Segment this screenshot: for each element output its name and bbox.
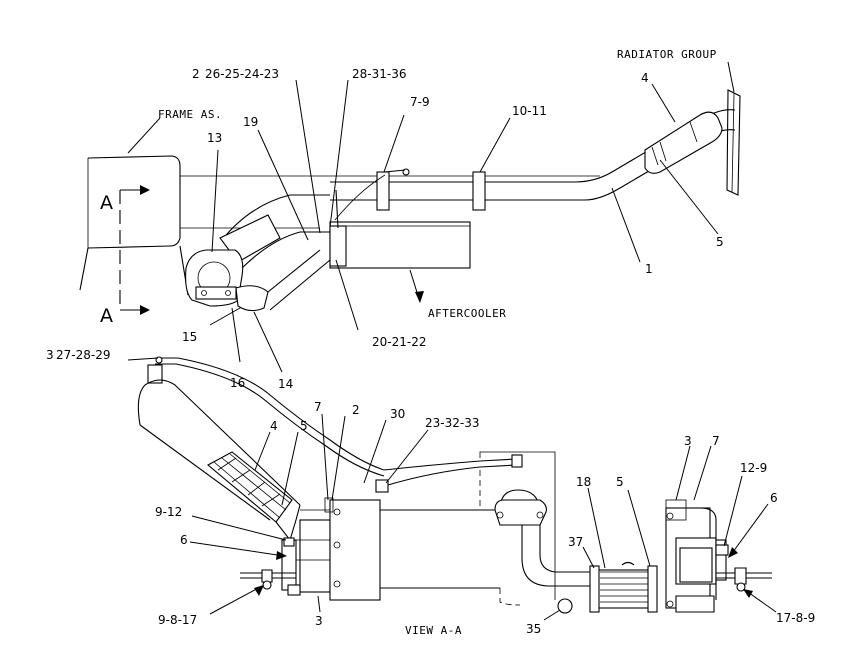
- turbo-housing: [185, 249, 269, 312]
- ref-35-label: 35: [526, 622, 541, 636]
- section-a-top-label: A: [100, 192, 113, 214]
- ref-9-12-label: 9-12: [155, 505, 182, 519]
- ref-26-25-24-23-label: 26-25-24-23: [205, 67, 279, 81]
- ref-10-11-label: 10-11: [512, 104, 547, 118]
- ref-28-31-36-label: 28-31-36: [352, 67, 406, 81]
- ref-19-label: 19: [243, 115, 258, 129]
- ref-6-left-label: 6: [180, 533, 188, 547]
- radiator-group: [726, 89, 741, 196]
- right-mount: [715, 539, 772, 592]
- ref-30-label: 30: [390, 407, 405, 421]
- top-leaders: [127, 79, 719, 373]
- ref-13-label: 13: [207, 131, 222, 145]
- ref-5-top-label: 5: [716, 235, 724, 249]
- aftercooler-body: [296, 497, 500, 601]
- aftercooler-block: [329, 174, 471, 269]
- section-a-bottom-label: A: [100, 305, 113, 327]
- coupling-hose: [589, 561, 658, 613]
- ref-4-top-label: 4: [641, 71, 649, 85]
- center-elbow: [494, 489, 595, 614]
- ref-37-label: 37: [568, 535, 583, 549]
- ref-3-bottom-label: 3: [315, 614, 323, 628]
- ref-2-prefix-label: 2: [192, 67, 200, 81]
- ref-7-9-label: 7-9: [410, 95, 430, 109]
- ref-23-32-33-label: 23-32-33: [425, 416, 479, 430]
- ref-27-28-29-label: 27-28-29: [56, 348, 110, 362]
- hidden-tube: [479, 470, 521, 606]
- aftercooler-label: AFTERCOOLER: [428, 307, 506, 320]
- ref-18-label: 18: [576, 475, 591, 489]
- ref-4-bottom-label: 4: [270, 419, 278, 433]
- outlet-block: [665, 499, 717, 613]
- ref-7-left-label: 7: [314, 400, 322, 414]
- ref-3-prefix-label: 3: [46, 348, 54, 362]
- ref-5-right-label: 5: [616, 475, 624, 489]
- sensor-line: [147, 356, 556, 600]
- ref-20-21-22-label: 20-21-22: [372, 335, 426, 349]
- main-air-tube: [330, 109, 736, 201]
- ref-6-right-label: 6: [770, 491, 778, 505]
- top-view: A A: [79, 48, 741, 391]
- ref-17-8-9-label: 17-8-9: [776, 611, 815, 625]
- ref-3-right-label: 3: [684, 434, 692, 448]
- ref-9-8-17-label: 9-8-17: [158, 613, 197, 627]
- view-a-a-label: VIEW A-A: [405, 624, 462, 637]
- radiator-group-label: RADIATOR GROUP: [617, 48, 717, 61]
- ref-14-label: 14: [278, 377, 293, 391]
- top-clamps: [376, 168, 486, 211]
- ref-12-9-label: 12-9: [740, 461, 767, 475]
- intake-hose: [137, 379, 301, 542]
- bottom-leaders: [127, 357, 777, 621]
- view-a-a: VIEW A-A 3 27-28-29 4 5 7 2 30 23-32-33 …: [46, 348, 815, 637]
- frame-as-label: FRAME AS.: [158, 108, 222, 121]
- ref-2-label: 2: [352, 403, 360, 417]
- ref-15-label: 15: [182, 330, 197, 344]
- left-mount: [240, 537, 301, 596]
- ref-5-left-label: 5: [300, 419, 308, 433]
- section-marker: A A: [100, 185, 150, 327]
- ref-7-right-label: 7: [712, 434, 720, 448]
- ref-1-label: 1: [645, 262, 653, 276]
- radiator-hose: [644, 111, 723, 174]
